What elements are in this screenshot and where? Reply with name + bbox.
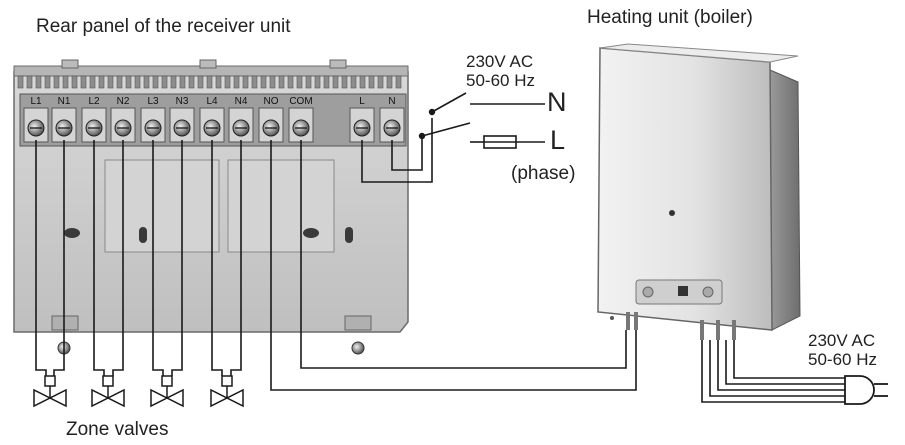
terminal-label: N bbox=[388, 96, 395, 107]
terminal-label: L2 bbox=[88, 96, 100, 107]
zone-wires bbox=[35, 140, 637, 391]
neutral-label: N bbox=[547, 87, 567, 117]
terminal-l4-6: L4 bbox=[199, 96, 225, 143]
live-label: L bbox=[550, 125, 566, 155]
supply-bottom-frequency: 50-60 Hz bbox=[808, 350, 877, 369]
zone-valve-icon bbox=[33, 375, 67, 408]
terminal-label: NO bbox=[264, 96, 279, 107]
terminal-no-8: NO bbox=[258, 96, 284, 143]
terminal-label: L3 bbox=[147, 96, 159, 107]
zone-valves-group bbox=[33, 375, 244, 408]
terminal-label: N2 bbox=[117, 96, 130, 107]
terminal-n4-7: N4 bbox=[228, 96, 254, 143]
receiver-panel: L1 N1 L2 N2 L3 N3 L4 N4 NO COM L N bbox=[13, 59, 409, 355]
terminal-com-9: COM bbox=[288, 96, 314, 143]
supply-top-voltage: 230V AC bbox=[466, 52, 534, 71]
terminal-label: L1 bbox=[30, 96, 42, 107]
supply-top-frequency: 50-60 Hz bbox=[466, 71, 535, 90]
terminal-comb bbox=[17, 75, 402, 89]
display-icon bbox=[678, 286, 688, 296]
terminal-label: N1 bbox=[58, 96, 71, 107]
plug-icon bbox=[844, 375, 888, 405]
terminal-label: N4 bbox=[235, 96, 248, 107]
boiler-title: Heating unit (boiler) bbox=[587, 7, 753, 28]
mounting-slot bbox=[345, 227, 353, 243]
supply-bottom-voltage: 230V AC bbox=[808, 331, 876, 350]
zone-valves-label: Zone valves bbox=[66, 419, 169, 440]
receiver-panel-title: Rear panel of the receiver unit bbox=[36, 16, 291, 37]
terminal-label: L bbox=[359, 96, 365, 107]
knob-icon bbox=[642, 286, 654, 298]
phase-label: (phase) bbox=[511, 163, 576, 184]
power-cord bbox=[701, 340, 845, 403]
zone-valve-icon bbox=[150, 375, 184, 408]
mains-switch bbox=[361, 92, 545, 183]
screw-icon bbox=[351, 341, 365, 355]
knob-icon bbox=[702, 286, 714, 298]
terminal-n3-5: N3 bbox=[169, 96, 195, 143]
mounting-hole bbox=[64, 228, 80, 238]
terminal-label: L4 bbox=[206, 96, 218, 107]
terminal-l-10: L bbox=[349, 96, 375, 143]
boiler-unit bbox=[597, 43, 801, 340]
terminal-n2-3: N2 bbox=[110, 96, 136, 143]
mounting-slot bbox=[139, 227, 147, 243]
terminal-n1-1: N1 bbox=[51, 96, 77, 143]
terminal-label: N3 bbox=[176, 96, 189, 107]
terminal-label: COM bbox=[289, 96, 312, 107]
terminal-n-11: N bbox=[379, 96, 405, 143]
zone-valve-icon bbox=[210, 375, 244, 408]
zone-valve-icon bbox=[91, 375, 125, 408]
terminal-l2-2: L2 bbox=[81, 96, 107, 143]
terminal-strip: L1 N1 L2 N2 L3 N3 L4 N4 NO COM L N bbox=[23, 96, 405, 143]
mounting-hole bbox=[303, 228, 319, 238]
